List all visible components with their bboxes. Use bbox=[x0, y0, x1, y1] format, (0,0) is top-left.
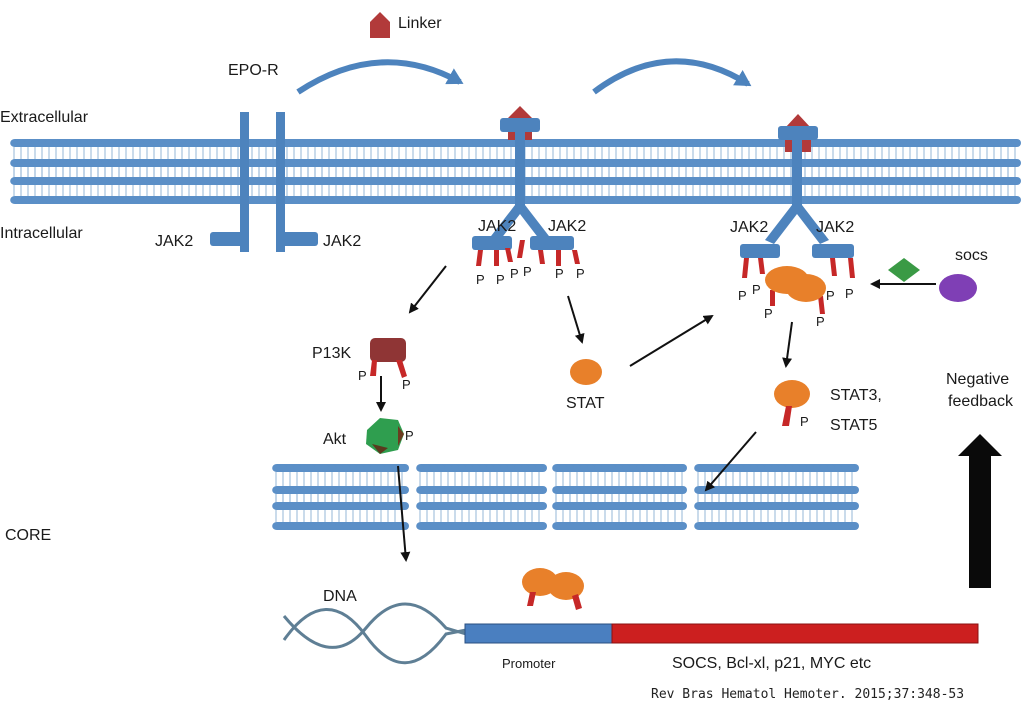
jak2-label-r1-left: JAK2 bbox=[155, 233, 193, 250]
phospho-label: P bbox=[358, 368, 367, 383]
socs-diamond-icon bbox=[888, 258, 920, 282]
arrow-stat-to-nucleus bbox=[704, 431, 757, 492]
phospho-label: P bbox=[510, 266, 519, 281]
stat3-stat5-icon bbox=[774, 380, 810, 426]
jak2-box-left bbox=[740, 244, 780, 258]
phospho-label: P bbox=[800, 414, 809, 429]
extracellular-label: Extracellular bbox=[0, 109, 89, 126]
phospho-label: P bbox=[764, 306, 773, 321]
negative-label: Negative bbox=[946, 371, 1009, 388]
jak2-label-r1-right: JAK2 bbox=[323, 233, 361, 250]
socs-circle-icon bbox=[939, 274, 977, 302]
socs-label: socs bbox=[955, 247, 988, 264]
phospho-label: P bbox=[576, 266, 585, 281]
jak2-box-right bbox=[812, 244, 854, 258]
epo-r-label: EPO-R bbox=[228, 62, 279, 79]
jak2-box-left bbox=[472, 236, 512, 250]
jak2-box-right bbox=[530, 236, 574, 250]
arrow-receptor-to-stat-dimer bbox=[782, 321, 793, 368]
akt-icon bbox=[366, 418, 404, 454]
epo-receptor-inactive bbox=[210, 112, 318, 252]
epo-receptor-stat-bound bbox=[740, 114, 855, 314]
intracellular-label: Intracellular bbox=[0, 225, 83, 242]
cell-membrane bbox=[10, 139, 1021, 204]
jak2-label-r3-right: JAK2 bbox=[816, 219, 854, 236]
stat5-label: STAT5 bbox=[830, 417, 878, 434]
jak2-label-r2-left: JAK2 bbox=[478, 218, 516, 235]
citation: Rev Bras Hematol Hemoter. 2015;37:348-53 bbox=[651, 687, 964, 702]
phospho-label: P bbox=[738, 288, 747, 303]
feedback-label: feedback bbox=[948, 393, 1014, 410]
phospho-label: P bbox=[826, 288, 835, 303]
dna-helix-icon bbox=[282, 602, 467, 665]
phospho-label: P bbox=[523, 264, 532, 279]
promoter-label: Promoter bbox=[502, 656, 556, 671]
jak2-label-r2-right: JAK2 bbox=[548, 218, 586, 235]
p13k-icon bbox=[370, 338, 407, 378]
akt-label: Akt bbox=[323, 431, 347, 448]
arrow-jak2-to-p13k bbox=[408, 265, 447, 314]
phospho-label: P bbox=[555, 266, 564, 281]
linker-icon bbox=[370, 12, 390, 38]
target-genes-label: SOCS, Bcl-xl, p21, MYC etc bbox=[672, 655, 871, 672]
epo-receptor-active bbox=[472, 106, 580, 266]
arrow-jak2-to-stat bbox=[567, 295, 585, 344]
curved-arrow-2 bbox=[592, 58, 752, 95]
phospho-label: P bbox=[816, 314, 825, 329]
phospho-label: P bbox=[402, 377, 411, 392]
arrow-akt-to-dna bbox=[397, 465, 411, 562]
phospho-label: P bbox=[845, 286, 854, 301]
jak2-label-r3-left: JAK2 bbox=[730, 219, 768, 236]
phospho-label: P bbox=[752, 282, 761, 297]
core-label: CORE bbox=[5, 527, 51, 544]
p13k-label: P13K bbox=[312, 345, 351, 362]
gene-region bbox=[611, 623, 979, 644]
promoter-region bbox=[464, 623, 613, 644]
stat-dimer-nuclear-icon bbox=[522, 568, 584, 610]
stat3-label: STAT3, bbox=[830, 387, 882, 404]
phospho-label: P bbox=[476, 272, 485, 287]
arrow-stat-to-receptor bbox=[629, 314, 714, 367]
stat-icon bbox=[570, 359, 602, 385]
dna-label: DNA bbox=[323, 588, 357, 605]
curved-arrow-1 bbox=[296, 59, 464, 95]
stat-label: STAT bbox=[566, 395, 605, 412]
phospho-label: P bbox=[405, 428, 414, 443]
negative-feedback-arrow bbox=[958, 434, 1002, 588]
nuclear-membrane bbox=[272, 464, 859, 530]
jak2-box-right bbox=[276, 232, 318, 246]
linker-label: Linker bbox=[398, 15, 442, 32]
jak2-box-left bbox=[210, 232, 249, 246]
phospho-label: P bbox=[496, 272, 505, 287]
